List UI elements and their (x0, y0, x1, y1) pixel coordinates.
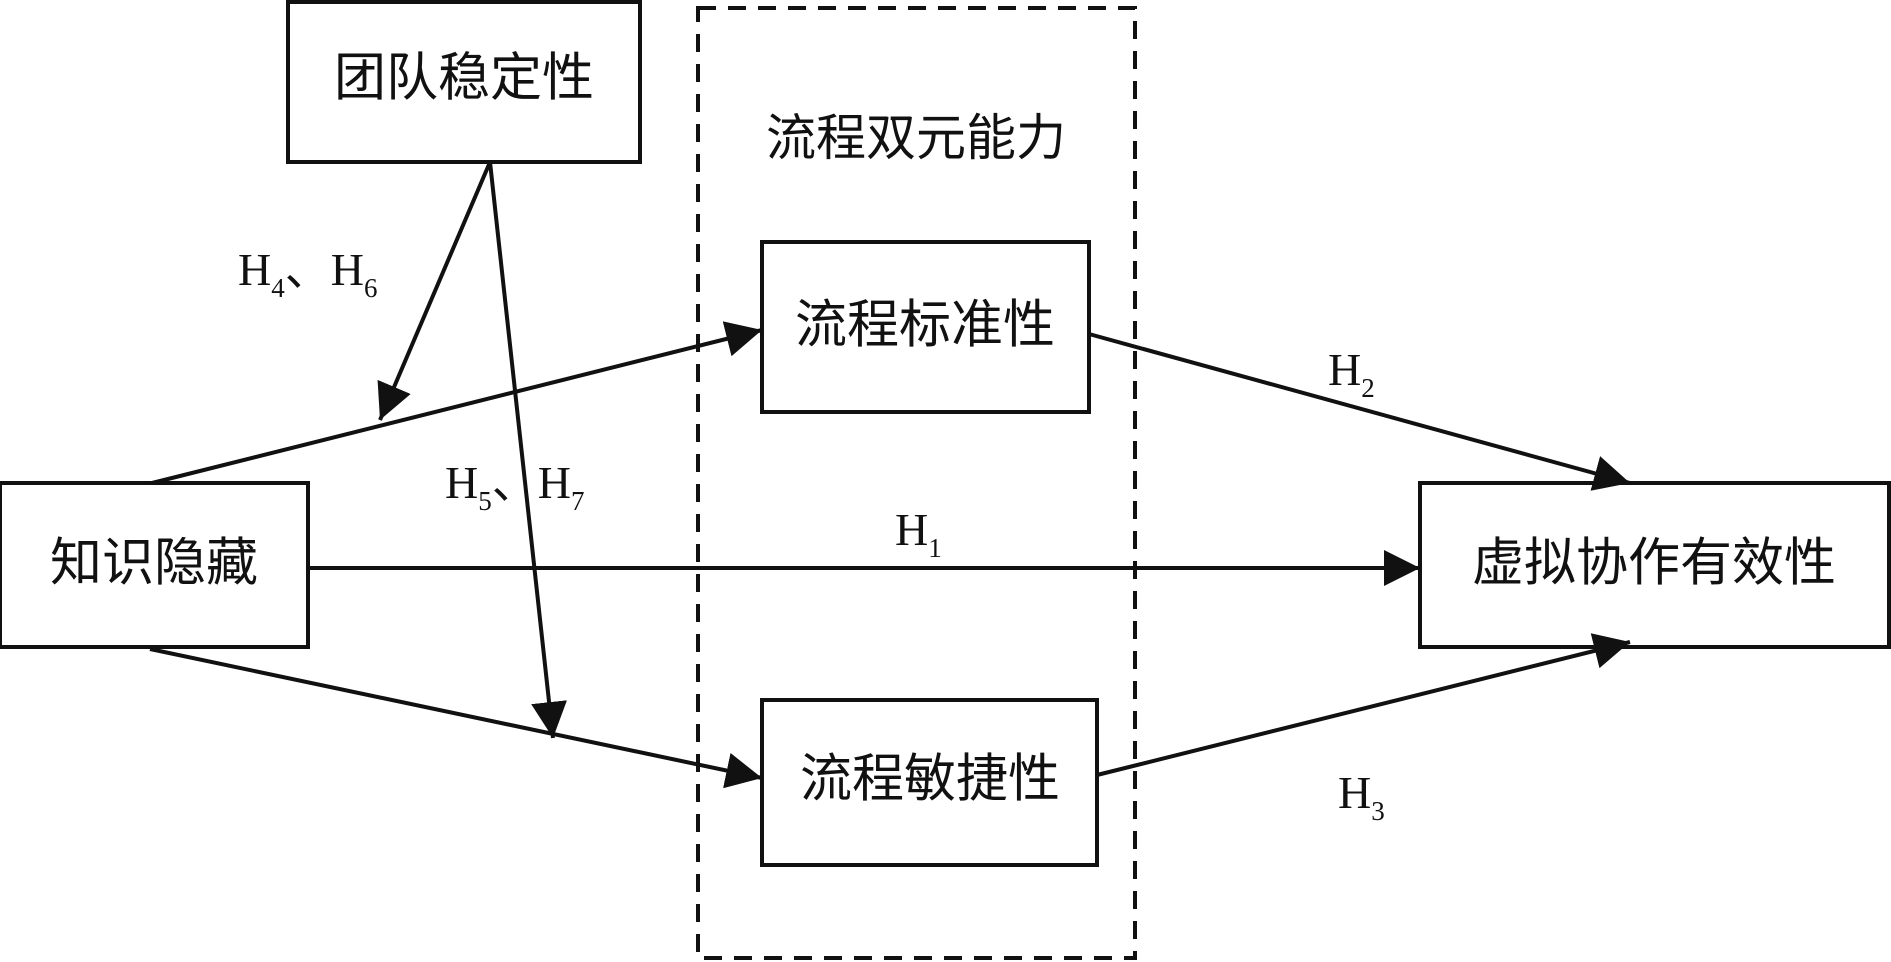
team-stability-label: 团队稳定性 (334, 49, 594, 109)
hypothesis-h1-label: H1 (895, 504, 942, 563)
h2-letter: H (1328, 344, 1361, 395)
hypothesis-h3-label: H3 (1338, 767, 1385, 826)
h3-subscript: 3 (1371, 796, 1385, 826)
hypothesis-h4-h6-label: H4、H6 (238, 244, 377, 303)
h4-h6-separator: 、 (285, 244, 331, 295)
virtual-collaboration-effectiveness-label: 虚拟协作有效性 (1472, 534, 1836, 594)
agility-to-effectiveness-arrow (1096, 633, 1631, 777)
process-ambidexterity-label: 流程双元能力 (766, 109, 1066, 167)
team-stability-node-box (286, 0, 642, 164)
process-standardization-node-box (760, 240, 1091, 414)
h1-letter: H (895, 504, 928, 555)
h7-letter: H (538, 457, 571, 508)
virtual-collaboration-effectiveness-node-box (1418, 481, 1891, 649)
hypothesis-h2-label: H2 (1328, 344, 1375, 403)
h4-subscript: 4 (271, 273, 285, 303)
knowledge-hiding-node-box (0, 481, 310, 649)
h4-letter: H (238, 244, 271, 295)
knowledge-hiding-to-agility-arrow (149, 647, 763, 789)
hypothesis-h5-h7-label: H5、H7 (445, 457, 584, 516)
h3-letter: H (1338, 767, 1371, 818)
process-standardization-label: 流程标准性 (795, 296, 1055, 356)
h5-letter: H (445, 457, 478, 508)
h7-subscript: 7 (571, 486, 585, 516)
process-agility-label: 流程敏捷性 (800, 750, 1060, 810)
standardization-to-effectiveness-arrow (1088, 332, 1631, 491)
knowledge-hiding-to-standardization-arrow (151, 321, 763, 485)
h6-subscript: 6 (364, 273, 378, 303)
h6-letter: H (331, 244, 364, 295)
team-stability-to-standardization-path-arrow (377, 161, 492, 421)
team-stability-to-agility-path-arrow (488, 161, 567, 739)
h5-subscript: 5 (478, 486, 492, 516)
process-agility-node-box (760, 698, 1099, 867)
h2-subscript: 2 (1361, 373, 1375, 403)
process-ambidexterity-dashed-frame (696, 6, 1137, 960)
h1-subscript: 1 (928, 533, 942, 563)
knowledge-hiding-label: 知识隐藏 (50, 534, 258, 594)
h5-h7-separator: 、 (492, 457, 538, 508)
